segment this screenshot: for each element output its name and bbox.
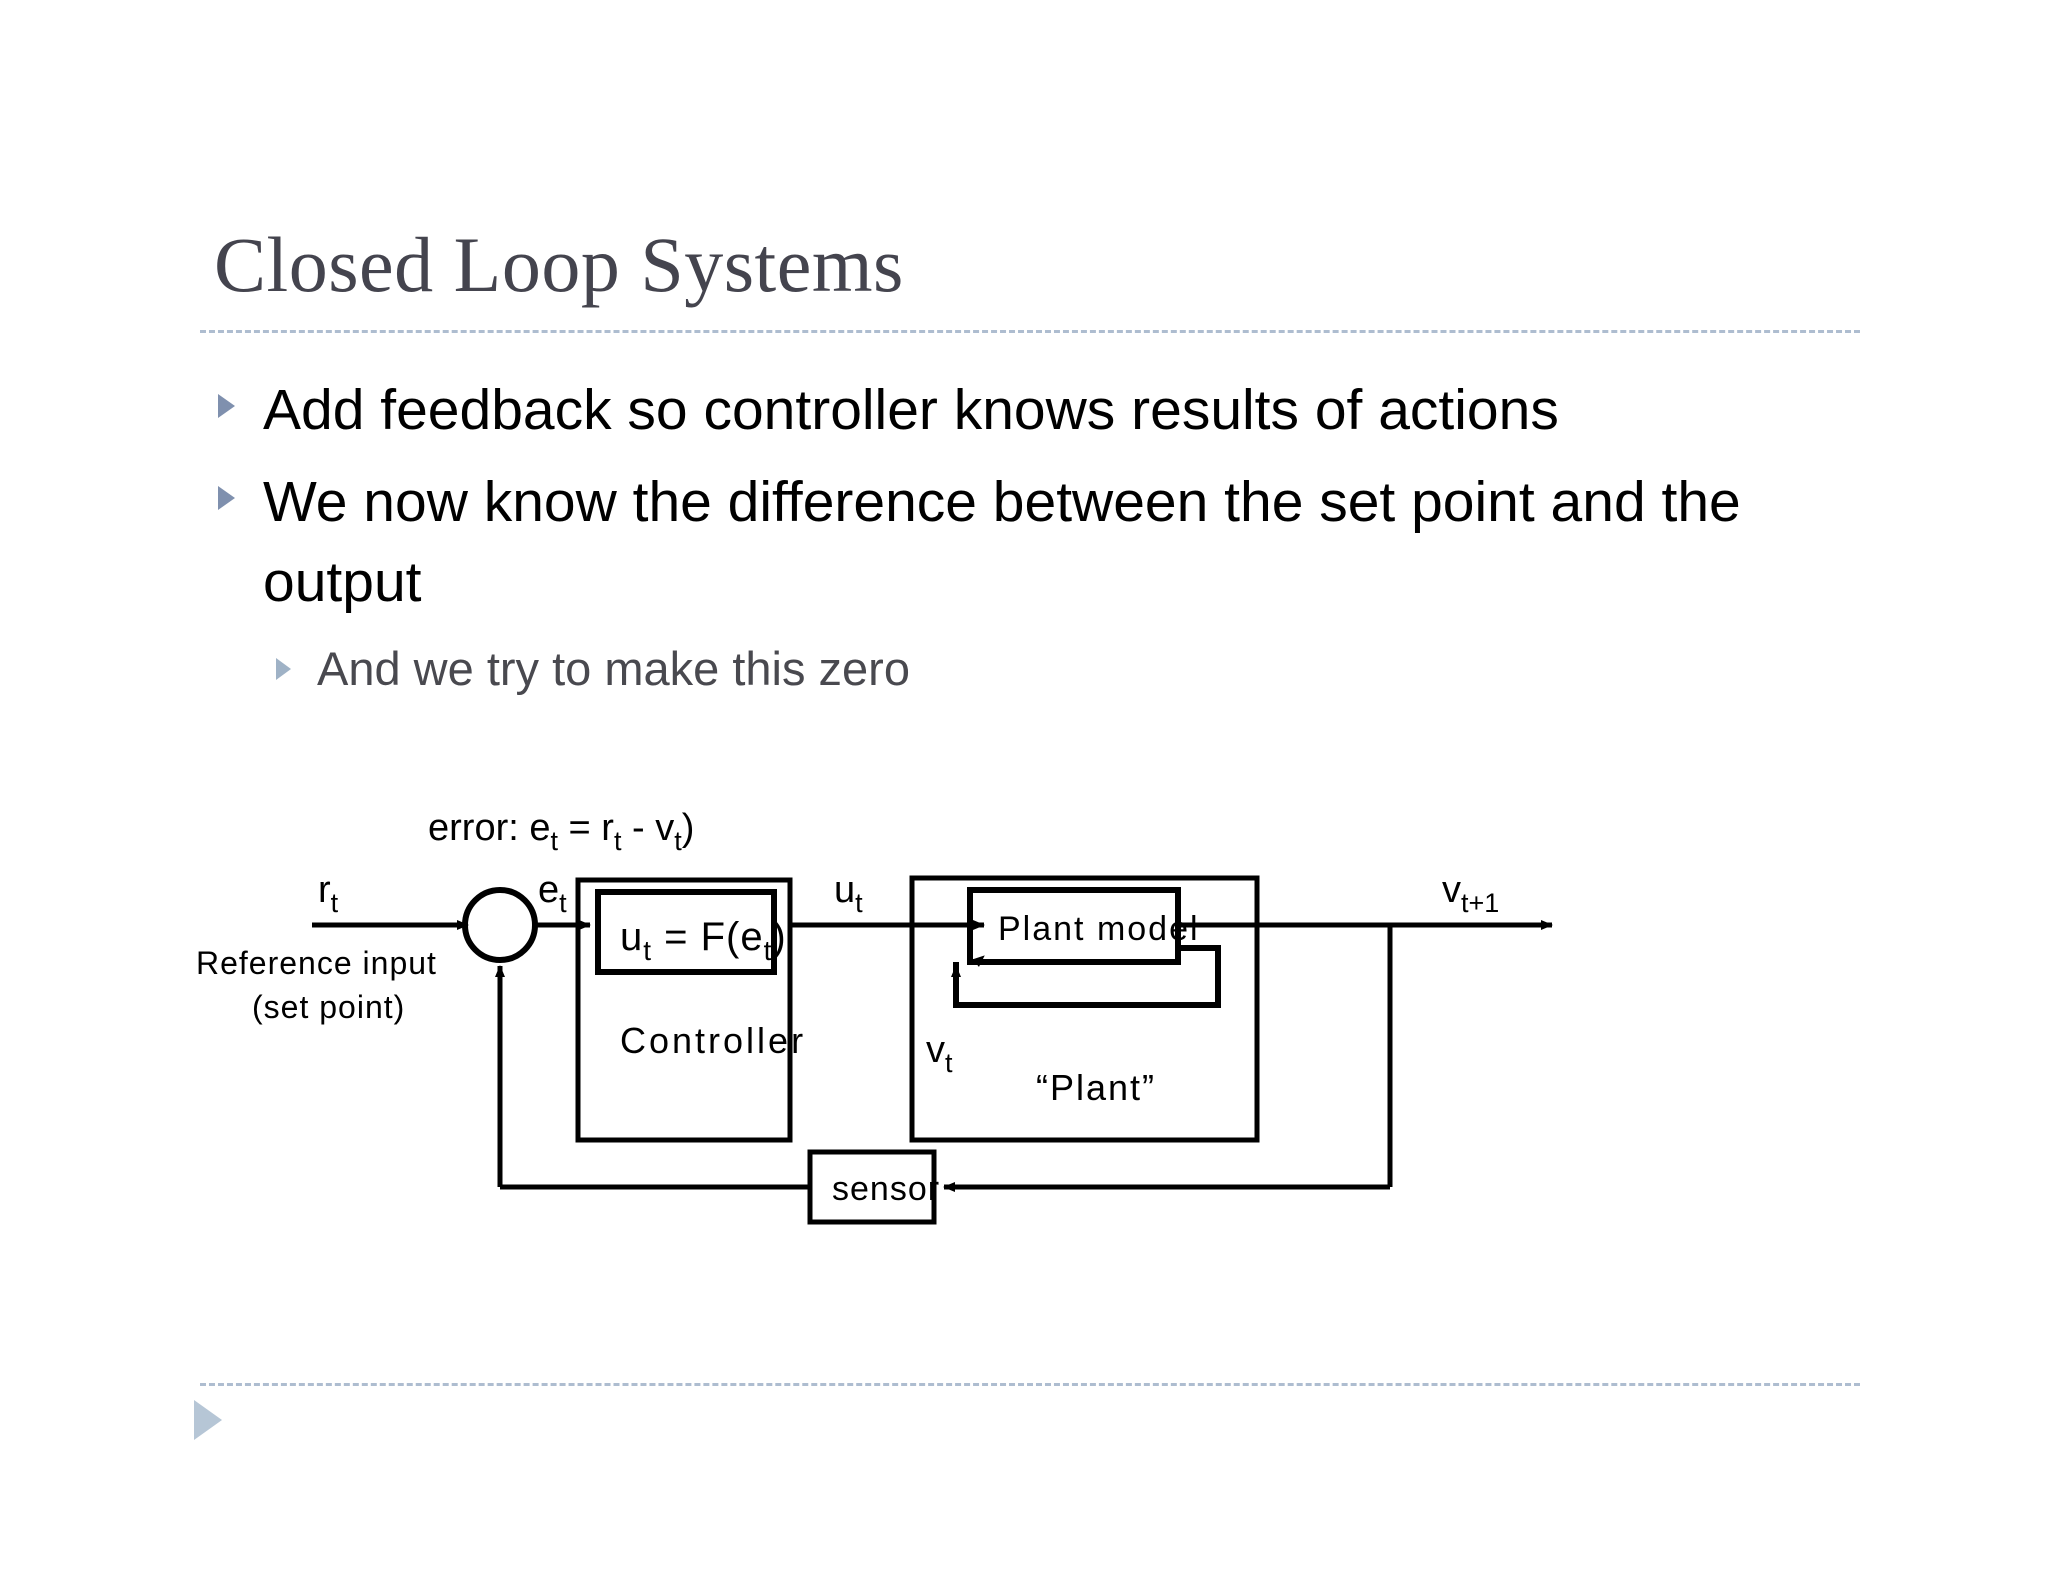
bullet-item-2: We now know the difference between the s… bbox=[218, 462, 1858, 622]
controller-formula-label: ut = F(et) bbox=[620, 915, 787, 966]
control-signal-label: ut bbox=[834, 869, 863, 918]
bullet-item-2-label: We now know the difference between the s… bbox=[263, 470, 1741, 614]
sensor-label: sensor bbox=[832, 1170, 940, 1208]
error-symbol-label: et bbox=[538, 869, 567, 918]
controller-box-label: Controller bbox=[620, 1020, 806, 1061]
error-note-label: error: et = rt - vt) bbox=[428, 807, 694, 856]
triangle-right-icon bbox=[194, 1400, 222, 1440]
plant-box-label: “Plant” bbox=[1036, 1067, 1156, 1108]
bullet-item-3: And we try to make this zero bbox=[276, 636, 1836, 702]
reference-caption-line2: (set point) bbox=[252, 989, 405, 1025]
bullet-item-1: Add feedback so controller knows results… bbox=[218, 370, 1858, 450]
plant-state-label: vt bbox=[926, 1029, 953, 1078]
reference-caption-line1: Reference input bbox=[196, 945, 437, 981]
summing-junction bbox=[462, 887, 538, 963]
triangle-right-icon bbox=[218, 394, 235, 418]
triangle-right-icon bbox=[218, 486, 235, 510]
page-title: Closed Loop Systems bbox=[214, 221, 904, 308]
bullet-item-1-label: Add feedback so controller knows results… bbox=[263, 378, 1559, 442]
title-divider bbox=[200, 330, 1860, 333]
output-symbol-label: vt+1 bbox=[1442, 869, 1499, 918]
footer-divider bbox=[200, 1383, 1860, 1386]
reference-symbol-label: rt bbox=[318, 869, 339, 918]
plant-model-label: Plant model bbox=[998, 910, 1200, 948]
triangle-right-icon bbox=[276, 658, 291, 680]
controller-formula-block bbox=[595, 889, 777, 975]
controller-block bbox=[575, 877, 793, 1143]
bullet-item-3-label: And we try to make this zero bbox=[317, 642, 910, 695]
plant-block bbox=[909, 875, 1260, 1143]
block-diagram: error: et = rt - vt) rt Reference input … bbox=[180, 770, 1920, 1290]
